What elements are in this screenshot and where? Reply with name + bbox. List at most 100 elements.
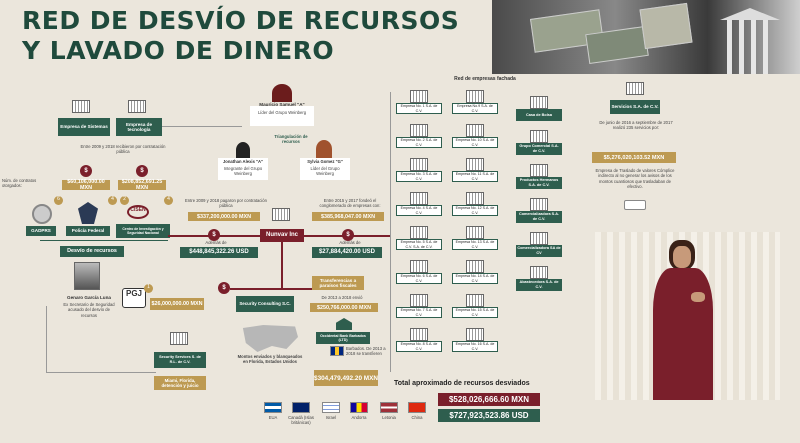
totals-label: Total aproximado de recursos desviados — [394, 380, 530, 387]
count-badge: 4 — [108, 196, 117, 205]
count-badge: 1 — [144, 284, 153, 293]
flag-icon — [380, 402, 398, 413]
barbados-bank-box: Occidental Bank Barbados (LTD) — [316, 332, 370, 344]
sylvia-name: Sylvia Gomez "G" — [307, 159, 343, 164]
contract-icon: $ — [136, 165, 148, 177]
company-box: Empresa No. 8 S.A. de C.V. — [396, 341, 442, 352]
policia-box: Policía Federal — [66, 226, 110, 236]
building-icon — [170, 332, 188, 345]
company-box: Comercializadora S.A. de C.V. — [516, 211, 562, 223]
company-box: Empresa No. 2 S.A. de C.V. — [396, 137, 442, 148]
entre2015-note: Entre 2015 y 2017 fondeó el conglomerado… — [319, 198, 381, 209]
money-icon: $ — [218, 282, 230, 294]
company-box: Empresa No. 10 S.A. de C.V. — [452, 137, 498, 148]
amount-385m: $385,968,047.00 MXN — [312, 212, 384, 221]
amount-304m: $304,479,492.20 MXN — [314, 370, 378, 386]
cisen-logo: CISEN — [127, 205, 149, 219]
police-badge-icon — [78, 202, 98, 224]
pgj-logo: PGJ — [122, 288, 146, 308]
flag-icon — [292, 402, 310, 413]
entre2009-note: Entre 2009 y 2018 pagaron por contrataci… — [185, 198, 267, 209]
flag-label: Canadá (Islas británicas) — [288, 415, 314, 426]
count-badge: 2 — [120, 196, 129, 205]
company-box: Empresa No. 16 S.A. de C.V. — [452, 341, 498, 352]
company-box: Empresa No. 13 S.A. de C.V. — [452, 239, 498, 250]
building-icon — [410, 90, 428, 103]
company-box: Empresa No. 12 S.A. de C.V. — [452, 205, 498, 216]
sylvia-desc: Líder del Grupo Weinberg — [310, 166, 340, 177]
miami-box: Miami, Florida, detención y juicio — [154, 376, 206, 390]
building-icon — [466, 226, 484, 239]
network-title: Red de empresas fachada — [454, 76, 516, 82]
amount-337m: $337,200,000.00 MXN — [188, 212, 260, 221]
company-box: Casa de Bolsa — [516, 109, 562, 121]
truck-icon — [624, 200, 646, 210]
empresa-tecnologia-box: Empresa de tecnología — [116, 118, 162, 136]
barbados-note: Barbados. De 2013 a 2018 se transfieren — [346, 346, 386, 357]
title-line-1: RED DE DESVÍO DE RECURSOS — [22, 6, 460, 35]
building-icon — [410, 192, 428, 205]
building-icon — [128, 100, 146, 113]
amount-27m: $27,884,420.00 USD — [312, 247, 382, 258]
company-box: Empresa No.9 S.A. de C.V. — [452, 103, 498, 114]
building-icon — [530, 266, 548, 279]
amount-5276m: $5,276,020,103.52 MXN — [592, 152, 676, 163]
building-icon — [466, 260, 484, 273]
amount-250m: $250,766,000.00 MXN — [310, 303, 378, 312]
count-badge: 4 — [164, 196, 173, 205]
company-box: Empresa No. 7 S.A. de C.V. — [396, 307, 442, 318]
ademas2-label: Además de — [339, 240, 361, 245]
building-icon — [272, 208, 290, 221]
building-icon — [410, 294, 428, 307]
total-mxn: $528,026,666.60 MXN — [438, 393, 540, 406]
company-box: Comercializadora SA de CV — [516, 245, 562, 257]
servicios-box: Servicios S.A. de C.V. — [610, 100, 660, 114]
building-icon — [410, 328, 428, 341]
building-icon — [466, 158, 484, 171]
header-photo — [492, 0, 800, 74]
flag-icon — [264, 402, 282, 413]
building-icon — [466, 328, 484, 341]
bank-icon — [336, 318, 352, 330]
building-icon — [530, 130, 548, 143]
triangulacion-label: Triangulación de recursos — [274, 134, 308, 145]
flag-label: Israel — [325, 415, 337, 420]
company-box: Grupo Comercial S.A. de C.V. — [516, 143, 562, 155]
montos-note: Montos enviados y blanqueados en Florida… — [237, 354, 303, 365]
building-icon — [410, 158, 428, 171]
security-consulting-box: Security Consulting S.C. — [236, 296, 294, 312]
contract-icon: $ — [80, 165, 92, 177]
person-icon — [236, 142, 250, 158]
gadprs-box: GADPRS — [26, 226, 56, 236]
building-icon — [626, 82, 644, 95]
sign-interpreter-video — [595, 232, 780, 400]
building-icon — [466, 294, 484, 307]
jonathan-card — [218, 158, 268, 180]
company-box: Empresa No. 5 S.A. de C.V. S.A. de C.V. — [396, 239, 442, 250]
building-icon — [410, 124, 428, 137]
transferencias-box: Transferencias a paraísos fiscales — [312, 276, 364, 290]
building-icon — [530, 96, 548, 109]
flag-icon — [322, 402, 340, 413]
company-box: Empresa No. 3 S.A. de C.V. — [396, 171, 442, 182]
building-icon — [466, 124, 484, 137]
flag-label: China — [411, 415, 423, 420]
money-icon: $ — [342, 229, 354, 241]
amount-208m: $208,852,691.25 MXN — [118, 179, 166, 191]
security-services-box: Security Services S. de R.L. de C.V. — [154, 352, 206, 368]
barbados-flag-icon — [330, 346, 344, 356]
sylvia-card — [300, 158, 350, 180]
person-icon — [316, 140, 332, 158]
building-icon — [530, 198, 548, 211]
building-icon — [530, 164, 548, 177]
genaro-desc: Ex Secretario de Seguridad acusado del d… — [63, 302, 115, 318]
entre-note: Entre 2009 y 2018 recibieron por contrat… — [80, 144, 166, 155]
genaro-photo — [74, 262, 100, 290]
desvio-box: Desvío de recursos — [60, 246, 124, 257]
company-box: Empresa No. 1 S.A. de C.V. — [396, 103, 442, 114]
company-box: Abastecedora S.A. de C.V. — [516, 279, 562, 291]
mauricio-desc: Líder del Grupo Weinberg — [257, 110, 307, 115]
company-box: Empresa No. 4 S.A. de C.V. — [396, 205, 442, 216]
cisen-box: Centro de Investigación y Seguridad Naci… — [116, 224, 170, 238]
title-line-2: Y LAVADO DE DINERO — [22, 36, 335, 65]
